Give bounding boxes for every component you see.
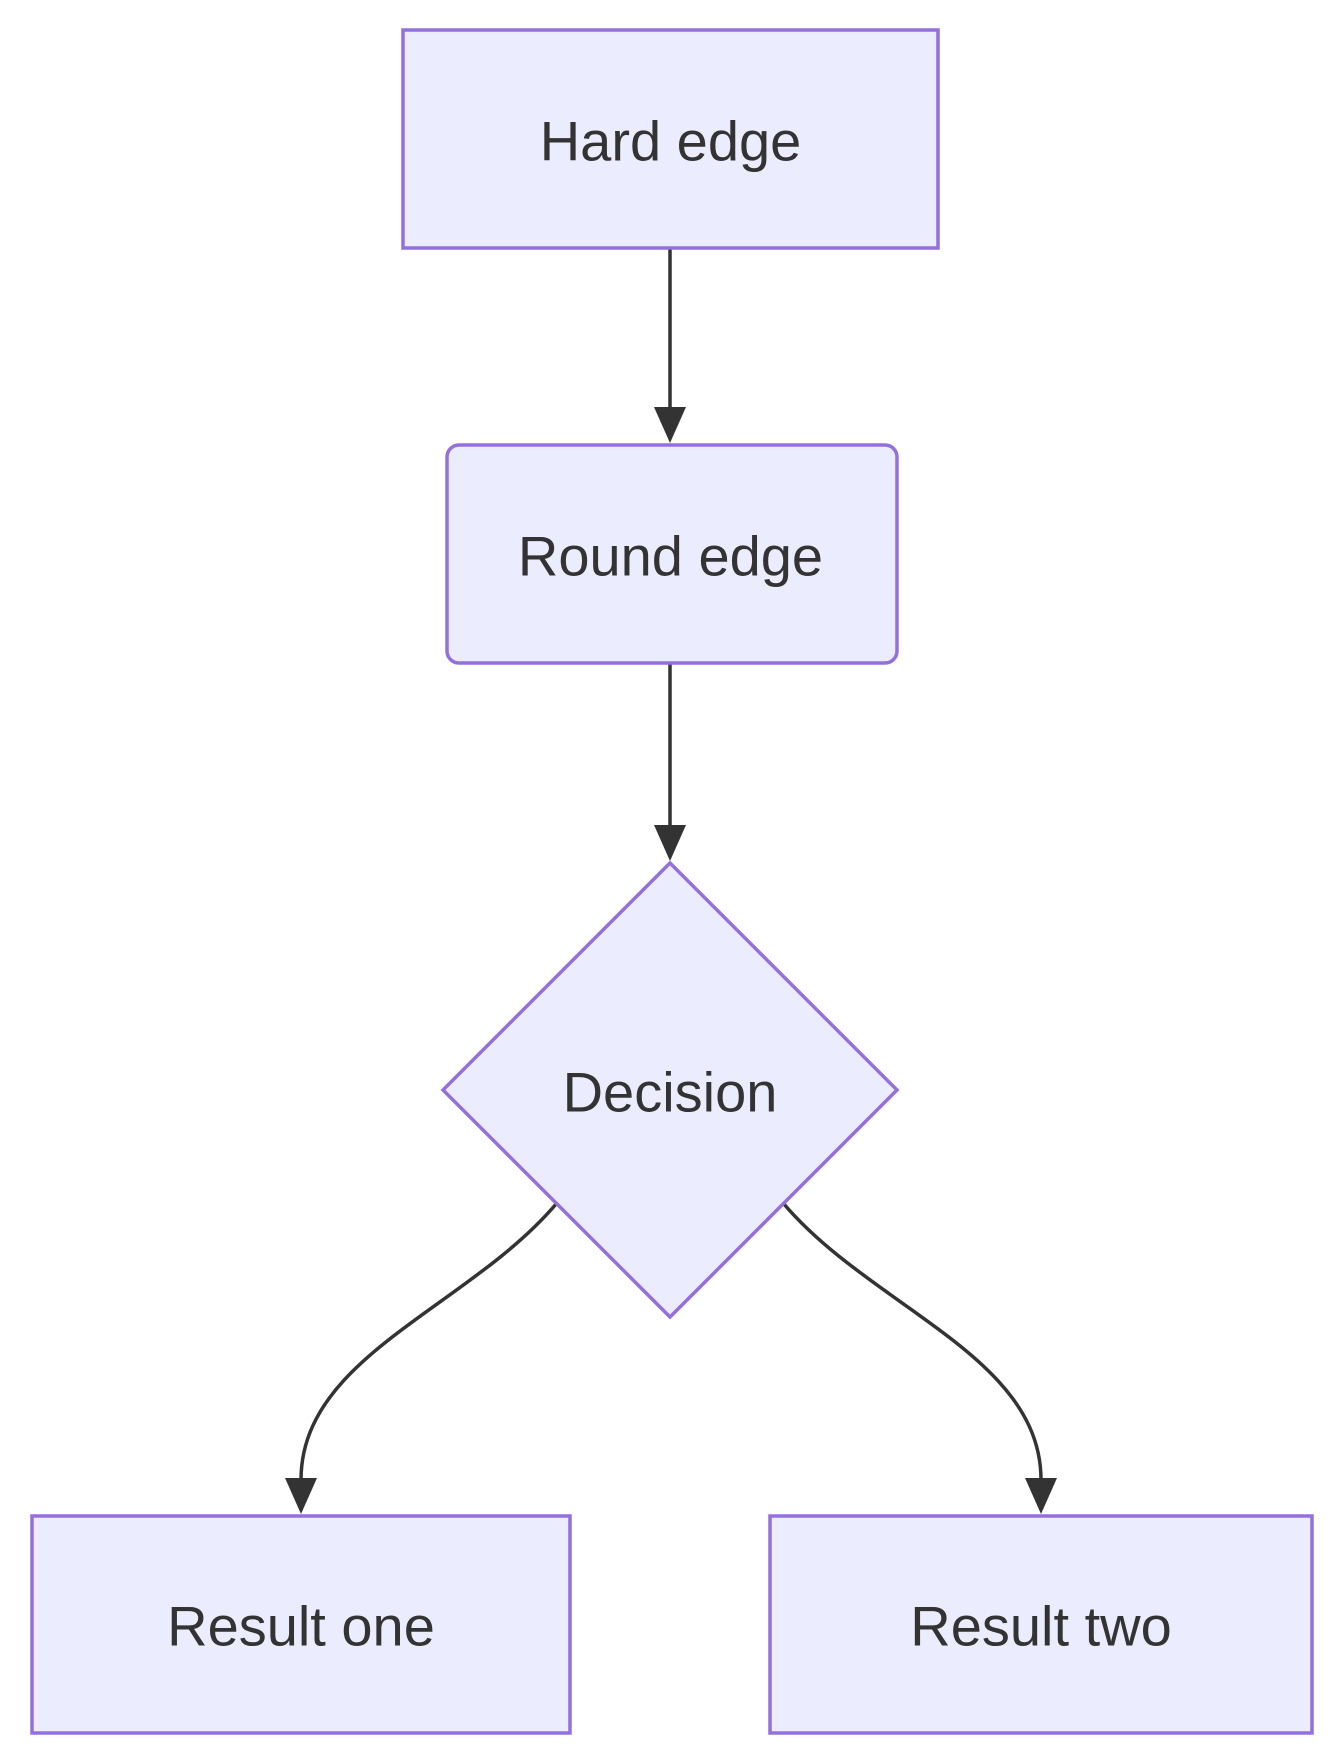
node-decision-label: Decision — [563, 1061, 778, 1124]
node-hard-edge-label: Hard edge — [540, 110, 802, 173]
node-decision: Decision — [440, 860, 900, 1320]
node-round-edge-label: Round edge — [518, 525, 823, 588]
edge-round-to-decision — [654, 663, 686, 861]
edge-decision-to-result-two — [782, 1202, 1057, 1514]
node-result-two-shape — [768, 1514, 1314, 1735]
node-result-one: Result one — [30, 1514, 572, 1735]
node-result-two: Result two — [768, 1514, 1314, 1735]
edge-line — [299, 1202, 558, 1481]
edge-hard-to-round — [654, 248, 686, 443]
arrowhead-icon — [654, 407, 686, 443]
arrowhead-icon — [285, 1478, 317, 1514]
arrowhead-icon — [654, 825, 686, 861]
node-hard-edge-shape — [401, 28, 940, 250]
node-round-edge-shape — [445, 443, 899, 665]
edge-line — [782, 1202, 1043, 1481]
node-decision-shape — [440, 860, 900, 1320]
node-result-one-shape — [30, 1514, 572, 1735]
node-hard-edge: Hard edge — [401, 28, 940, 250]
node-result-one-label: Result one — [167, 1595, 435, 1658]
node-round-edge: Round edge — [445, 443, 899, 665]
edge-decision-to-result-one — [285, 1202, 558, 1514]
arrowhead-icon — [1025, 1478, 1057, 1514]
node-result-two-label: Result two — [910, 1595, 1171, 1658]
